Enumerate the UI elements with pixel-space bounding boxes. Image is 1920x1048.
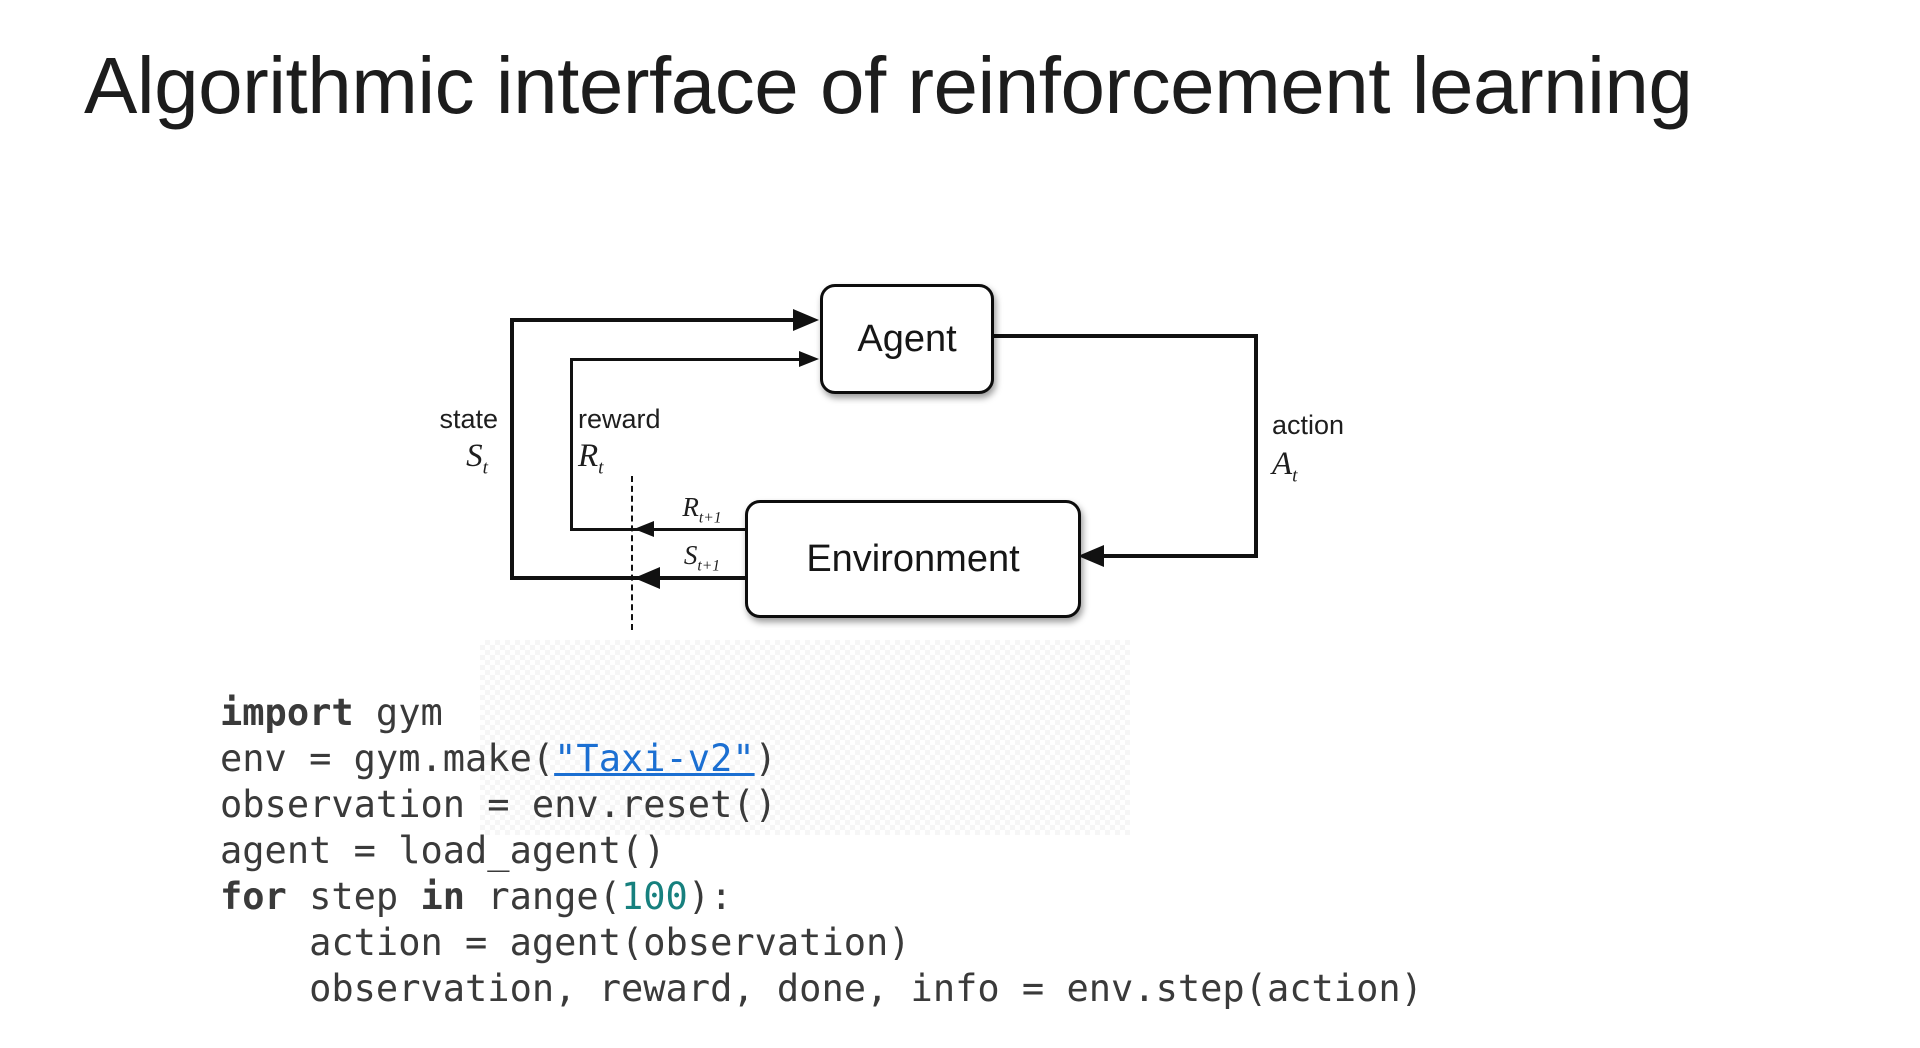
slide-title: Algorithmic interface of reinforcement l… <box>84 41 1693 130</box>
environment-box-label: Environment <box>806 537 1020 580</box>
code-text: range( <box>465 875 621 918</box>
code-keyword: for <box>220 875 287 918</box>
code-text: agent = load_agent() <box>220 829 666 872</box>
state-symbol: St <box>466 438 488 479</box>
state-arrowhead-into-agent <box>793 309 819 331</box>
code-text: observation, reward, done, info = env.st… <box>220 967 1423 1010</box>
action-line-top <box>988 334 1258 338</box>
state-next-arrowhead <box>634 567 660 589</box>
code-text: step <box>286 875 421 918</box>
state-line-left <box>510 318 514 580</box>
reward-next-symbol: Rt+1 <box>682 492 722 527</box>
state-line-bottom <box>510 576 746 580</box>
code-keyword: import <box>220 691 354 734</box>
reward-line-bottom <box>570 528 746 531</box>
state-line-top <box>510 318 796 322</box>
taxi-v2-link[interactable]: "Taxi-v2" <box>554 737 755 780</box>
agent-box-label: Agent <box>857 317 957 360</box>
code-block: import gym env = gym.make("Taxi-v2") obs… <box>220 690 1423 1012</box>
action-label: action <box>1272 410 1345 440</box>
code-keyword: in <box>420 875 466 918</box>
action-line-right <box>1254 334 1258 558</box>
background-artifact <box>480 640 1130 835</box>
environment-box: Environment <box>745 500 1081 618</box>
action-line-bottom <box>1100 554 1258 558</box>
reward-arrowhead-into-agent <box>799 351 819 367</box>
timestep-boundary-dashed-line <box>631 476 633 630</box>
reward-line-left <box>570 358 573 530</box>
agent-box: Agent <box>820 284 994 394</box>
code-text: env = gym.make( <box>220 737 555 780</box>
code-text: action = agent(observation) <box>220 921 911 964</box>
action-arrowhead-into-environment <box>1078 545 1104 567</box>
code-number: 100 <box>620 875 688 918</box>
reward-label: reward <box>578 404 661 434</box>
code-text: ): <box>687 875 733 918</box>
reward-next-arrowhead <box>634 521 654 537</box>
state-next-symbol: St+1 <box>683 540 721 575</box>
state-label: state <box>439 404 498 434</box>
action-symbol: At <box>1272 446 1298 487</box>
reward-line-top <box>570 358 800 361</box>
code-text: observation = env.reset() <box>220 783 777 826</box>
code-text: gym <box>353 691 443 734</box>
reward-symbol: Rt <box>578 438 604 479</box>
code-text: ) <box>754 737 777 780</box>
